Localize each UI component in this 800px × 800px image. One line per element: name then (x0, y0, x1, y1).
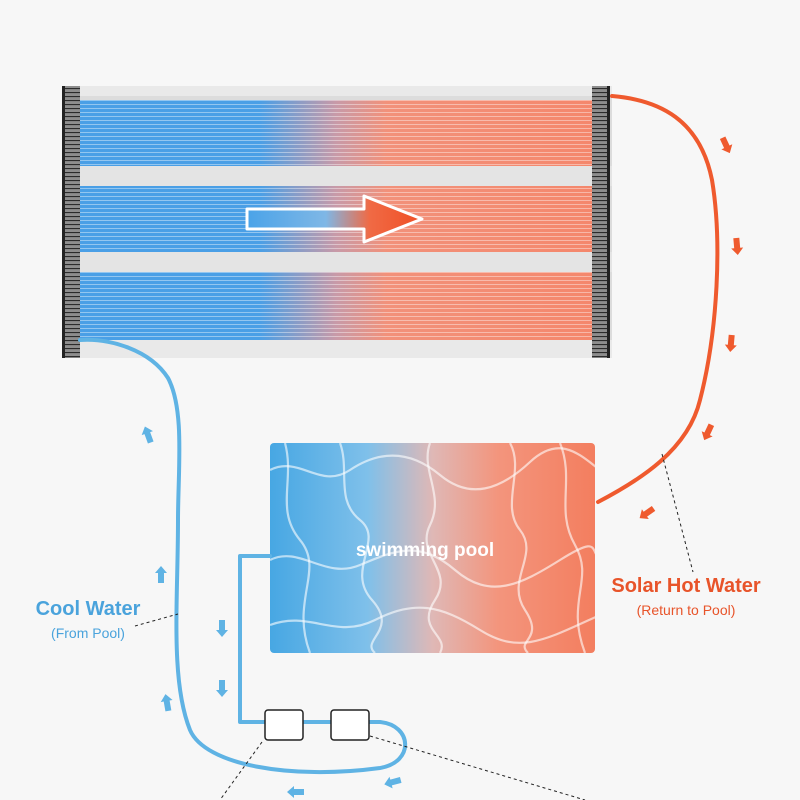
right-header-pipe (592, 86, 610, 358)
cool-water-label: Cool Water (36, 598, 141, 620)
panel-rail (62, 252, 612, 272)
filter-box (330, 709, 370, 741)
collector-strip (80, 186, 592, 252)
panel-rail (62, 166, 612, 186)
flow-direction-arrow-icon (287, 786, 304, 798)
pump-leader (219, 741, 263, 800)
cool-water-sublabel: (From Pool) (51, 625, 125, 641)
heating-direction-arrow-icon (245, 194, 424, 244)
flow-direction-arrow-icon (731, 237, 744, 255)
panel-top-rail (62, 86, 612, 96)
swimming-pool: swimming pool (270, 443, 595, 653)
collector-strip (80, 272, 592, 340)
hot-flow-arrows (639, 136, 744, 520)
solar-panel (62, 86, 612, 358)
cool-flow-arrows (141, 426, 402, 798)
hot-water-sublabel: (Return to Pool) (637, 602, 736, 618)
cool-water-leader (134, 613, 179, 627)
water-caustics (270, 443, 595, 653)
right-edge (607, 86, 610, 358)
flow-direction-arrow-icon (155, 566, 167, 583)
flow-direction-arrow-icon (701, 423, 715, 441)
flow-direction-arrow-icon (639, 505, 656, 520)
flow-direction-arrow-icon (141, 426, 154, 444)
flow-direction-arrow-icon (719, 136, 733, 154)
hot-water-leader (661, 453, 694, 573)
left-header-pipe (62, 86, 80, 358)
hot-water-label: Solar Hot Water (611, 575, 760, 597)
flow-direction-arrow-icon (216, 620, 228, 637)
flow-direction-arrow-icon (724, 334, 737, 352)
filter-leader (369, 735, 586, 800)
left-edge (62, 86, 65, 358)
panel-bottom-rail (62, 340, 612, 358)
flow-direction-arrow-icon (216, 680, 228, 697)
leader-lines (134, 453, 694, 800)
collector-strip (80, 100, 592, 166)
flow-direction-arrow-icon (384, 776, 402, 789)
pool-water (270, 443, 595, 653)
pool-label: swimming pool (356, 540, 494, 561)
cool-water-pipe (78, 337, 408, 775)
hot-water-pipe (596, 94, 720, 504)
pump-box (264, 709, 304, 741)
flow-direction-arrow-icon (160, 694, 173, 712)
